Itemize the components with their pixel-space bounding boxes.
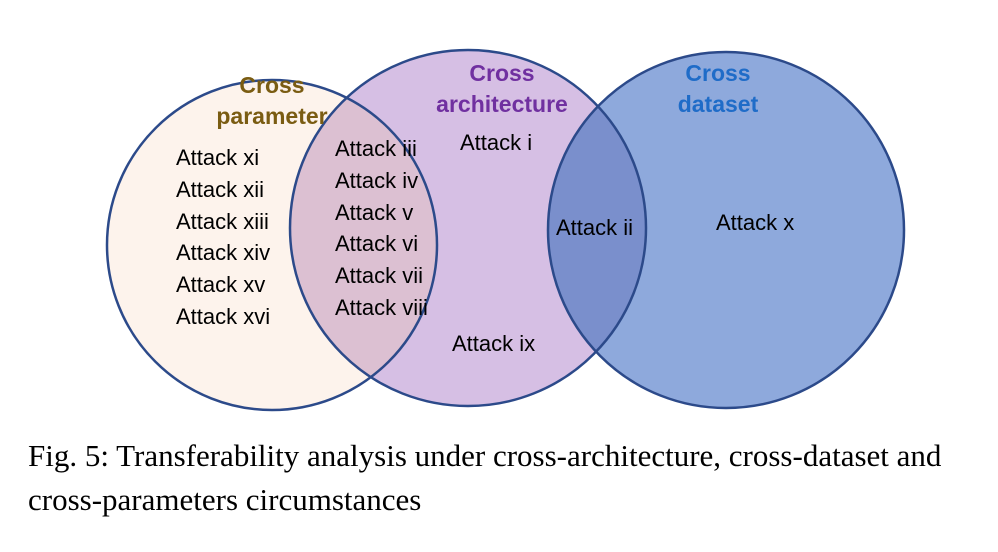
attack-label: Attack i: [460, 130, 532, 155]
cross-parameter-outline: [105, 78, 439, 412]
parameter-architecture-overlap: [290, 80, 437, 406]
attack-label: Attack xiv: [176, 240, 270, 265]
cross-dataset-outline: [546, 50, 906, 410]
cross-parameter-title-line1: Cross: [239, 72, 304, 98]
cross-parameter-title-line2: parameter: [216, 103, 327, 129]
attack-label: Attack xvi: [176, 304, 270, 329]
cross-architecture-title-line2: architecture: [436, 91, 568, 117]
attack-label: Attack viii: [335, 295, 428, 320]
attack-label: Attack x: [716, 210, 794, 235]
attack-label: Attack ix: [452, 331, 535, 356]
attack-label: Attack v: [335, 200, 413, 225]
attack-label: Attack xi: [176, 145, 259, 170]
attack-label: Attack vii: [335, 263, 423, 288]
attack-label: Attack ii: [556, 215, 633, 240]
attack-label: Attack iii: [335, 136, 417, 161]
venn-diagram: Cross parameter Cross architecture Cross…: [105, 48, 906, 412]
cross-architecture-title-line1: Cross: [469, 60, 534, 86]
figure-caption: Fig. 5: Transferability analysis under c…: [28, 438, 942, 517]
attack-label: Attack xv: [176, 272, 265, 297]
attack-label: Attack xii: [176, 177, 264, 202]
cross-dataset-title-line1: Cross: [685, 60, 750, 86]
cross-dataset-title-line2: dataset: [678, 91, 759, 117]
cross-dataset-circle: [548, 52, 904, 408]
attack-label: Attack iv: [335, 168, 418, 193]
attack-label: Attack xiii: [176, 209, 269, 234]
attack-label: Attack vi: [335, 231, 418, 256]
cross-architecture-outline: [288, 48, 648, 408]
